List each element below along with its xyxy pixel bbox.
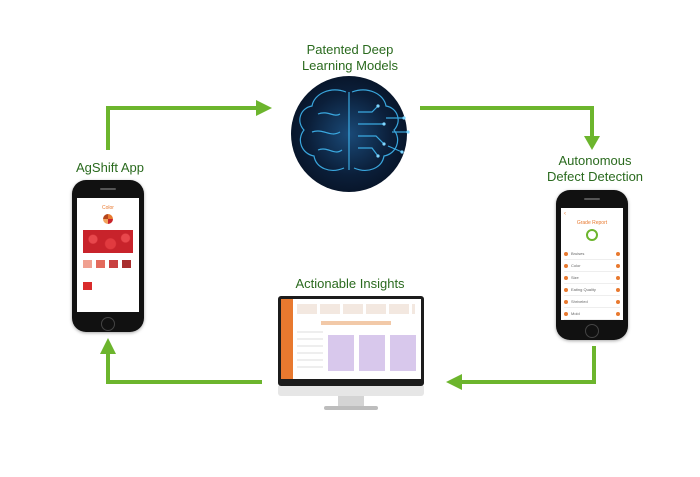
dashboard-monitor [278, 296, 424, 422]
report-row-label: Color [571, 263, 581, 268]
report-header: Grade Report [576, 220, 608, 226]
report-rows: Bruises Color Size Eating Quality Shrive [564, 248, 620, 320]
arrow-left-icon [446, 346, 596, 390]
dashboard-card[interactable] [390, 335, 416, 371]
report-row[interactable]: Size [564, 272, 620, 284]
swatch-1[interactable] [83, 260, 92, 268]
report-row-label: Mold [571, 311, 580, 316]
dashboard-filter-bar [297, 304, 415, 314]
report-row[interactable]: Mold [564, 308, 620, 320]
dashboard-banner [321, 321, 391, 325]
node-models-label: Patented Deep Learning Models [301, 42, 399, 73]
dashboard-card[interactable] [328, 335, 354, 371]
report-row[interactable]: Color [564, 260, 620, 272]
dashboard-sidebar [281, 299, 293, 379]
back-icon[interactable]: ‹ [564, 211, 566, 217]
report-phone-screen: ‹ Grade Report Bruises Color Size Eating… [561, 208, 623, 320]
report-row[interactable]: Eating Quality [564, 284, 620, 296]
swatch-2[interactable] [96, 260, 105, 268]
node-detection-label: Autonomous Defect Detection [546, 153, 644, 184]
dashboard-screen [281, 299, 421, 379]
home-button[interactable] [101, 317, 115, 331]
report-row-label: Eating Quality [571, 287, 596, 292]
report-row-label: Size [571, 275, 579, 280]
report-row[interactable]: Bruises [564, 248, 620, 260]
strawberry-image [83, 230, 133, 253]
swatch-4[interactable] [122, 260, 131, 268]
home-button[interactable] [585, 324, 599, 338]
dashboard-list [297, 331, 323, 373]
app-phone: Color [72, 180, 144, 332]
app-phone-title: Color [102, 205, 114, 211]
arrow-right-icon [106, 100, 272, 150]
monitor-neck [338, 396, 364, 406]
node-insights-label: Actionable Insights [295, 276, 405, 291]
arrow-up-icon [100, 338, 262, 384]
monitor-base [324, 406, 378, 410]
swatch-3[interactable] [109, 260, 118, 268]
dashboard-card[interactable] [359, 335, 385, 371]
app-phone-screen: Color [77, 198, 139, 312]
swatch-selected[interactable] [83, 282, 92, 290]
arrow-down-icon [420, 106, 600, 150]
report-row-label: Shriveled [571, 299, 588, 304]
report-row-label: Bruises [571, 251, 585, 256]
brain-icon [291, 76, 410, 192]
report-phone: ‹ Grade Report Bruises Color Size Eating… [556, 190, 628, 340]
report-row[interactable]: Shriveled [564, 296, 620, 308]
color-wheel-icon [103, 214, 113, 224]
node-app-label: AgShift App [76, 160, 144, 175]
grade-badge-icon [586, 229, 598, 241]
